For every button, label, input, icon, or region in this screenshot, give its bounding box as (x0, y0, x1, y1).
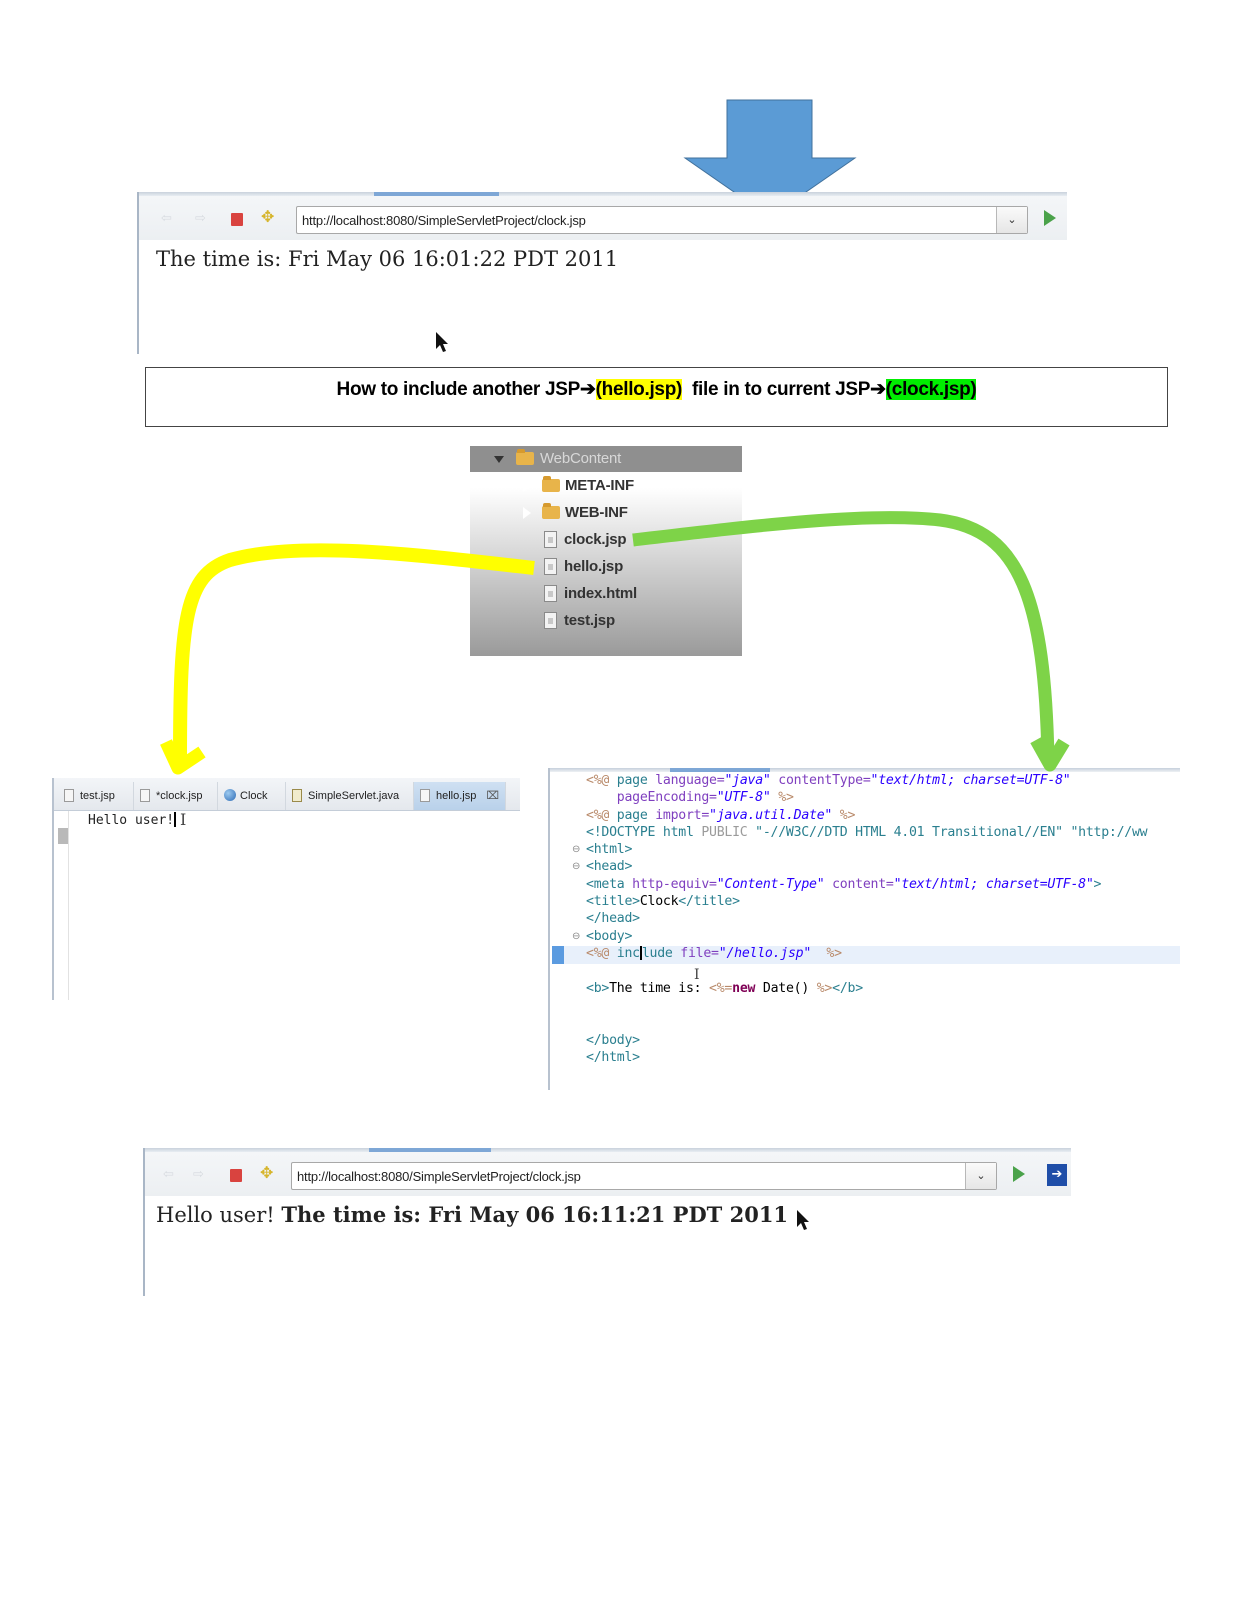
chevron-down-icon[interactable]: ⌄ (996, 207, 1027, 233)
refresh-icon[interactable]: ✥ (260, 1163, 274, 1182)
editor-clock-jsp: <%@ page language="java" contentType="te… (548, 768, 1180, 1090)
tree-item-webcontent[interactable]: WebContent (494, 448, 734, 470)
collapsed-triangle-icon[interactable] (521, 506, 531, 520)
tree-item-hello-jsp[interactable]: hello.jsp (542, 556, 722, 578)
editor-gutter (54, 811, 69, 1000)
code-line: Hello user! (88, 812, 177, 828)
code-line-3: <%@ page import="java.util.Date" %> (586, 808, 856, 823)
down-arrow-annotation (683, 99, 857, 218)
tree-item-web-inf[interactable]: WEB-INF (520, 502, 720, 524)
browser-toolbar: ⇦ ⇨ ✥ http://localhost:8080/SimpleServle… (139, 196, 1067, 240)
tab-hello-jsp[interactable]: hello.jsp ⌧ (414, 782, 506, 810)
tab-test-jsp[interactable]: test.jsp (58, 782, 134, 810)
code-line-2: pageEncoding="UTF-8" %> (586, 790, 794, 805)
caption-part1: How to include another JSP (336, 379, 581, 400)
jsp-file-icon (64, 789, 74, 802)
editor-tab-bar: test.jsp *clock.jsp Clock SimpleServlet.… (54, 778, 520, 811)
current-line-marker (552, 946, 564, 964)
go-play-icon[interactable] (1044, 210, 1056, 226)
back-arrow-icon[interactable]: ⇦ (163, 1167, 174, 1182)
jsp-file-icon (544, 531, 557, 548)
tree-item-test-jsp[interactable]: test.jsp (542, 610, 722, 632)
open-external-icon[interactable]: ➔ (1047, 1164, 1067, 1186)
text-caret (639, 946, 642, 960)
code-line-12: <b>The time is: <%=new Date() %></b> (586, 981, 863, 996)
caption-part2: file in to current JSP (682, 379, 871, 400)
stop-icon[interactable] (231, 213, 243, 226)
arrow-right-icon: ➔ (870, 379, 886, 400)
code-line-9: </head> (586, 911, 640, 926)
code-line-6: <head> (586, 859, 633, 874)
page-content: The time is: Fri May 06 16:01:22 PDT 201… (156, 247, 619, 271)
gutter-marker (58, 828, 68, 844)
jsp-file-icon (544, 558, 557, 575)
folder-icon (516, 449, 534, 465)
fold-toggle-icon[interactable]: ⊖ (572, 861, 581, 872)
tab-simpleservlet-java[interactable]: SimpleServlet.java (286, 782, 414, 810)
current-line-highlight (564, 946, 1180, 964)
mouse-cursor-icon (436, 332, 448, 352)
forward-arrow-icon[interactable]: ⇨ (193, 1167, 204, 1182)
html-file-icon (544, 585, 557, 602)
code-line-10: <body> (586, 929, 633, 944)
tree-item-meta-inf[interactable]: META-INF (520, 475, 720, 497)
code-line-13: </body> (586, 1033, 640, 1048)
editor-hello-jsp: test.jsp *clock.jsp Clock SimpleServlet.… (52, 778, 520, 1000)
stop-icon[interactable] (230, 1169, 242, 1182)
close-tab-icon[interactable]: ⌧ (486, 790, 499, 802)
globe-icon (224, 789, 236, 801)
browser-window-before: ⇦ ⇨ ✥ http://localhost:8080/SimpleServle… (137, 192, 1067, 354)
page-content: Hello user! The time is: Fri May 06 16:1… (156, 1202, 789, 1227)
code-line-4: <!DOCTYPE html PUBLIC "-//W3C//DTD HTML … (586, 825, 1148, 840)
url-text: http://localhost:8080/SimpleServletProje… (297, 1169, 581, 1184)
code-line-7: <meta http-equiv="Content-Type" content=… (586, 877, 1102, 892)
tab-clock-jsp[interactable]: *clock.jsp (134, 782, 218, 810)
browser-window-after: ⇦ ⇨ ✥ http://localhost:8080/SimpleServle… (143, 1148, 1071, 1296)
caption-clock-jsp: (clock.jsp) (885, 379, 977, 400)
ibeam-cursor-icon: I (180, 810, 187, 829)
browser-toolbar: ⇦ ⇨ ✥ http://localhost:8080/SimpleServle… (145, 1152, 1071, 1196)
code-line-1: <%@ page language="java" contentType="te… (586, 773, 1071, 788)
text-caret (174, 812, 177, 827)
tab-clock-browser[interactable]: Clock (218, 782, 286, 810)
jsp-file-icon (140, 789, 150, 802)
tree-item-index-html[interactable]: index.html (542, 583, 722, 605)
forward-arrow-icon[interactable]: ⇨ (195, 211, 206, 226)
project-explorer-tree: WebContent META-INF WEB-INF clock.jsp he… (470, 446, 742, 656)
jsp-file-icon (420, 789, 430, 802)
folder-icon (542, 503, 560, 519)
caption-hello-jsp: (hello.jsp) (595, 379, 683, 400)
java-file-icon (292, 789, 302, 802)
tree-item-clock-jsp[interactable]: clock.jsp (542, 529, 722, 551)
fold-toggle-icon[interactable]: ⊖ (572, 844, 581, 855)
ibeam-cursor-icon: I (694, 967, 700, 983)
url-text: http://localhost:8080/SimpleServletProje… (302, 213, 586, 228)
collapsed-triangle-icon[interactable] (521, 479, 531, 493)
refresh-icon[interactable]: ✥ (261, 207, 275, 226)
chevron-down-icon[interactable]: ⌄ (965, 1163, 996, 1189)
expanded-triangle-icon[interactable] (494, 456, 504, 463)
fold-toggle-icon[interactable]: ⊖ (572, 931, 581, 942)
back-arrow-icon[interactable]: ⇦ (161, 211, 172, 226)
url-input[interactable]: http://localhost:8080/SimpleServletProje… (291, 1162, 997, 1190)
url-input[interactable]: http://localhost:8080/SimpleServletProje… (296, 206, 1028, 234)
code-line-5: <html> (586, 842, 633, 857)
mouse-cursor-icon (797, 1210, 809, 1230)
jsp-file-icon (544, 612, 557, 629)
caption-text: How to include another JSP➔(hello.jsp) f… (146, 378, 1167, 401)
caption-box: How to include another JSP➔(hello.jsp) f… (145, 367, 1168, 427)
go-play-icon[interactable] (1013, 1166, 1025, 1182)
folder-icon (542, 476, 560, 492)
code-line-8: <title>Clock</title> (586, 894, 740, 909)
arrow-right-icon: ➔ (579, 379, 596, 400)
code-line-14: </html> (586, 1050, 640, 1065)
